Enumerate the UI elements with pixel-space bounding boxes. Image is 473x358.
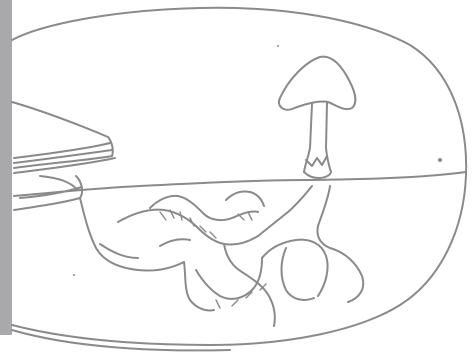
mycelium-main — [80, 198, 184, 271]
oval-outline — [12, 8, 466, 345]
mycelium-branch-9 — [282, 248, 315, 300]
speck-3 — [277, 45, 279, 47]
mycelium-branch-7 — [262, 240, 328, 296]
mycelium-branch-10 — [100, 239, 190, 258]
mycelium-branch-11 — [226, 191, 264, 206]
speck-2 — [73, 274, 75, 276]
speck — [438, 158, 442, 162]
mushroom-cap — [279, 57, 355, 110]
mycelium-branch-2 — [150, 196, 258, 220]
mycelium-branch-3 — [224, 244, 275, 326]
book-top — [12, 102, 113, 168]
mycelium-hairs — [160, 210, 266, 308]
mycelium-branch-5 — [184, 262, 214, 311]
mycelium-branch-6 — [258, 186, 312, 236]
